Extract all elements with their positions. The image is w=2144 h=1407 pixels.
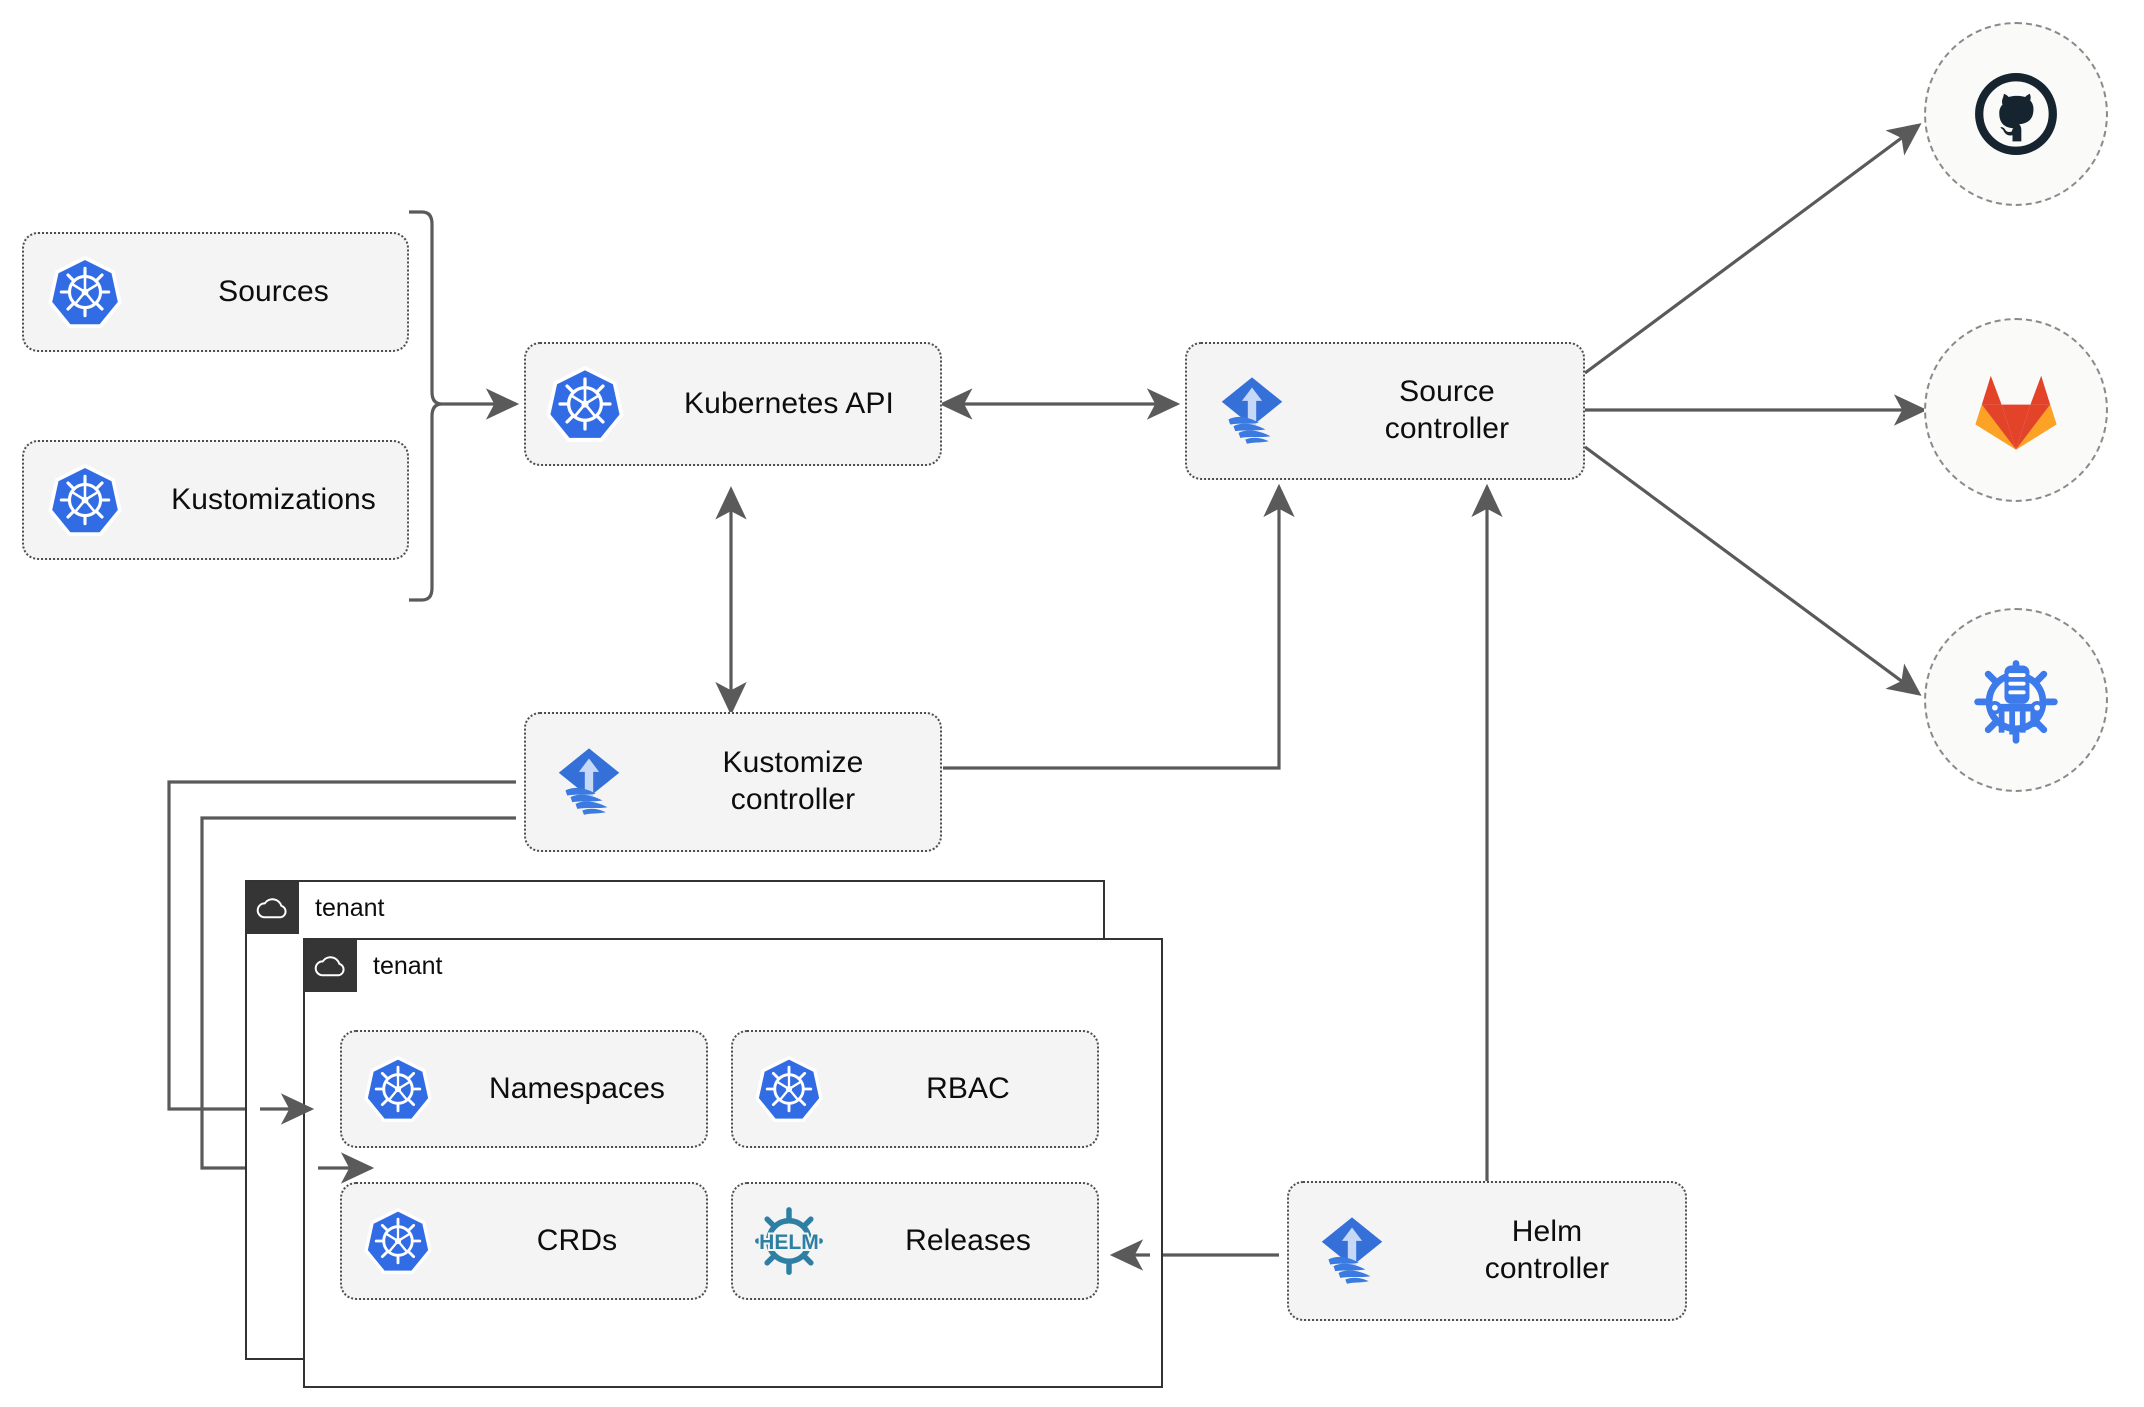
tenant-header: tenant [247, 882, 385, 934]
kubernetes-icon [342, 1207, 454, 1275]
tenant-label: tenant [315, 893, 385, 922]
node-helm-controller[interactable]: Helm controller [1287, 1181, 1687, 1321]
cloud-icon [305, 940, 357, 992]
provider-gitlab[interactable] [1924, 318, 2108, 502]
node-label: Kustomizations [171, 482, 376, 516]
node-label: Namespaces [488, 1071, 666, 1105]
node-label: RBAC [926, 1071, 1010, 1105]
kubernetes-icon [24, 463, 146, 537]
kubernetes-icon [526, 365, 644, 443]
node-label: Releases [905, 1223, 1031, 1257]
node-label: CRDs [536, 1223, 618, 1257]
tenant-header: tenant [305, 940, 443, 992]
provider-helm-repository[interactable] [1924, 608, 2108, 792]
node-label: Kubernetes API [684, 386, 894, 420]
github-icon [1975, 73, 2057, 155]
kubernetes-icon [342, 1055, 454, 1123]
kubernetes-icon [733, 1055, 845, 1123]
helm-icon: HELM [733, 1202, 845, 1280]
node-kustomizations[interactable]: Kustomizations [22, 440, 409, 560]
node-rbac[interactable]: RBAC [731, 1030, 1099, 1148]
provider-github[interactable] [1924, 22, 2108, 206]
flux-icon [1289, 1209, 1415, 1293]
node-namespaces[interactable]: Namespaces [340, 1030, 708, 1148]
flux-icon [526, 740, 652, 824]
node-kubernetes-api[interactable]: Kubernetes API [524, 342, 942, 466]
node-crds[interactable]: CRDs [340, 1182, 708, 1300]
kubernetes-icon [24, 255, 146, 329]
tenant-container-front[interactable]: tenant [303, 938, 1163, 1388]
node-label: Helm controller [1484, 1215, 1610, 1285]
svg-text:HELM: HELM [759, 1231, 819, 1254]
node-releases[interactable]: HELM Releases [731, 1182, 1099, 1300]
flux-icon [1187, 369, 1317, 453]
node-kustomize-controller[interactable]: Kustomize controller [524, 712, 942, 852]
node-sources[interactable]: Sources [22, 232, 409, 352]
node-label: Sources [218, 274, 329, 308]
node-label: Kustomize controller [722, 746, 864, 816]
tenant-label: tenant [373, 951, 443, 980]
cloud-icon [247, 882, 299, 934]
gitlab-icon [1975, 375, 2057, 450]
helm-repo-icon [1974, 660, 2058, 744]
node-source-controller[interactable]: Source controller [1185, 342, 1585, 480]
node-label: Source controller [1384, 375, 1510, 445]
